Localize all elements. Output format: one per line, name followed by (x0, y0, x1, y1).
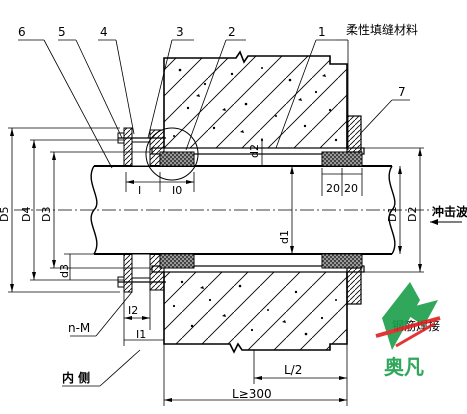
dim-20-b: 20 (344, 182, 358, 195)
logo-text: 奥凡 (384, 355, 424, 379)
dim-L-min: L≥300 (232, 387, 272, 401)
dim-D1: D1 (386, 207, 399, 222)
dim-D5: D5 (0, 207, 11, 222)
leader-lines (18, 39, 410, 169)
callout-5: 5 (58, 25, 66, 39)
flange-assembly-upper (117, 127, 195, 167)
dim-D4: D4 (20, 207, 33, 222)
callout-2: 2 (228, 25, 236, 39)
callout-7: 7 (398, 85, 406, 99)
callout-4: 4 (100, 25, 108, 39)
aofan-logo: 奥凡 (375, 282, 441, 379)
flange-assembly-lower (117, 253, 195, 293)
dim-d2: d2 (248, 144, 261, 158)
label-n-M: n-M (68, 321, 90, 335)
filler-material-label: 柔性填缝材料 (346, 22, 418, 37)
dim-20-a: 20 (326, 182, 340, 195)
anchor-plate (346, 115, 362, 305)
dim-d1: d1 (278, 230, 291, 244)
dim-L-half: L/2 (284, 363, 302, 377)
callout-1: 1 (318, 25, 326, 39)
detail-circle (145, 127, 199, 181)
label-inner-side: 内 侧 (62, 370, 90, 385)
label-impact-wave: 冲击波 (432, 204, 467, 219)
dim-I1: I1 (136, 328, 146, 341)
dimension-lines (8, 127, 424, 406)
dim-d3: d3 (58, 264, 71, 278)
callout-3: 3 (176, 25, 184, 39)
dimension-arrows (10, 128, 422, 402)
dim-D3: D3 (40, 207, 53, 222)
impact-wave-arrow (430, 219, 462, 225)
callout-6: 6 (18, 25, 26, 39)
rubber-ring-right (321, 151, 363, 269)
dim-I2: I2 (128, 304, 138, 317)
dim-I: I (138, 184, 141, 197)
dim-D2: D2 (406, 207, 419, 222)
pipe (14, 165, 440, 255)
concrete-wall-lower (163, 267, 348, 354)
dim-I0: I0 (172, 184, 182, 197)
